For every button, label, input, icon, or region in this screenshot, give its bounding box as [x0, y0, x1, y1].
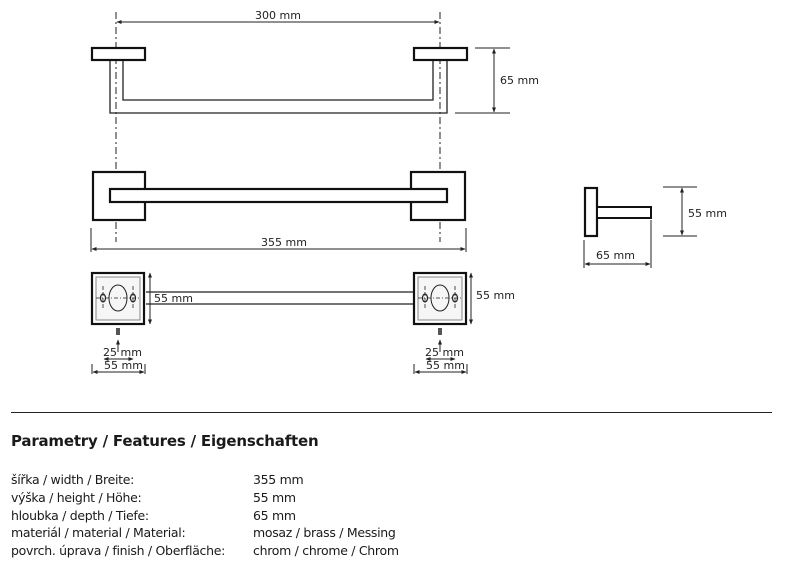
section-divider — [11, 412, 772, 413]
feature-label: hloubka / depth / Tiefe: — [11, 507, 149, 523]
dimension-label-hole-offset-right: 25 mm — [425, 346, 464, 359]
dimension-label-depth: 65 mm — [500, 74, 539, 87]
top-view: 300 mm 65 mm — [90, 9, 539, 242]
towel-bar-top — [109, 61, 448, 114]
dimension-label-side-depth: 65 mm — [596, 249, 635, 262]
dimension-label-hole-offset-left: 25 mm — [103, 346, 142, 359]
feature-label: materiál / material / Material: — [11, 525, 186, 541]
dimension-label-side-height: 55 mm — [688, 207, 727, 220]
feature-value: chrom / chrome / Chrom — [253, 543, 399, 559]
feature-value: mosaz / brass / Messing — [253, 525, 396, 541]
flange-left — [90, 46, 147, 62]
feature-label: výška / height / Höhe: — [11, 489, 142, 505]
feature-label: šířka / width / Breite: — [11, 472, 135, 487]
side-flange — [583, 186, 599, 238]
feature-row-width: šířka / width / Breite: 355 mm — [11, 471, 399, 489]
wall-plate-view: 55 mm 55 mm 25 mm 55 mm 25 mm 55 mm — [90, 271, 515, 374]
feature-value: 55 mm — [253, 489, 296, 505]
side-view: 55 mm 65 mm — [583, 186, 727, 268]
screw-icon — [116, 328, 120, 335]
feature-row-height: výška / height / Höhe: 55 mm — [11, 489, 399, 507]
dimension-label-mount-spacing: 300 mm — [255, 9, 301, 22]
wall-plate-left — [90, 271, 146, 335]
screw-icon — [438, 328, 442, 335]
dimension-label-plate-width-right: 55 mm — [426, 359, 465, 372]
technical-drawing: 300 mm 65 mm 355 mm 55 mm 65 mm — [90, 9, 727, 374]
dimension-label-overall-width: 355 mm — [261, 236, 307, 249]
feature-label: povrch. úprava / finish / Oberfläche: — [11, 543, 226, 559]
flange-right — [412, 46, 469, 62]
feature-row-depth: hloubka / depth / Tiefe: 65 mm — [11, 507, 399, 525]
feature-row-finish: povrch. úprava / finish / Oberfläche: ch… — [11, 542, 399, 560]
dimension-label-bar-gap: 55 mm — [154, 292, 193, 305]
dimension-label-plate-width-left: 55 mm — [104, 359, 143, 372]
towel-bar-front — [108, 187, 449, 204]
features-table: šířka / width / Breite: 355 mm výška / h… — [11, 471, 399, 560]
front-view: 355 mm — [90, 170, 467, 252]
features-title: Parametry / Features / Eigenschaften — [11, 432, 319, 450]
dimension-label-plate-height: 55 mm — [476, 289, 515, 302]
feature-value: 65 mm — [253, 507, 296, 523]
feature-value: 355 mm — [253, 472, 304, 487]
wall-plate-right — [412, 271, 468, 335]
feature-row-material: materiál / material / Material: mosaz / … — [11, 524, 399, 542]
side-bar — [596, 206, 652, 219]
